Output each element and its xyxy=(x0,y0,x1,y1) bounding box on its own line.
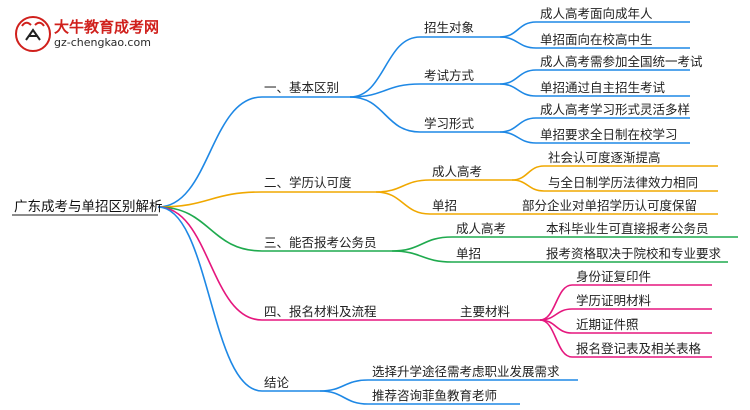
leaf: 学历证明材料 xyxy=(576,293,652,308)
leaf: 社会认可度逐渐提高 xyxy=(548,150,661,165)
leaf: 身份证复印件 xyxy=(576,269,652,284)
leaf: 本科毕业生可直接报考公务员 xyxy=(546,221,709,236)
leaf-connector xyxy=(499,131,537,144)
site-logo: 大牛教育成考网 gz-chengkao.com xyxy=(14,14,214,56)
logo-title: 大牛教育成考网 xyxy=(54,18,160,36)
node-single-enroll: 单招 xyxy=(456,246,482,261)
leaf: 推荐咨询菲鱼教育老师 xyxy=(372,388,498,403)
branch-conclusion: 结论 xyxy=(264,375,290,390)
leaf-connector xyxy=(499,117,537,133)
leaf-connector xyxy=(499,36,537,49)
leaf-connector xyxy=(319,379,369,392)
node-adult-exam: 成人高考 xyxy=(456,221,507,236)
leaf-connector xyxy=(539,319,573,358)
leaf: 报考资格取决于院校和专业要求 xyxy=(546,246,722,261)
leaf-connector xyxy=(511,165,545,181)
child-connector xyxy=(375,191,431,215)
child-connector xyxy=(375,179,431,193)
leaf: 成人高考面向成年人 xyxy=(540,6,653,21)
leaf-connector xyxy=(499,83,537,97)
leaf-connector xyxy=(319,390,369,405)
leaf: 选择升学途径需考虑职业发展需求 xyxy=(372,364,560,379)
branch-connector xyxy=(157,206,263,321)
branch-materials: 四、报名材料及流程 xyxy=(264,304,377,319)
node-adult-exam: 成人高考 xyxy=(432,164,483,179)
branch-connector xyxy=(157,96,263,208)
branch-connector xyxy=(157,206,263,252)
leaf: 单招要求全日制在校学习 xyxy=(540,127,678,142)
leaf: 报名登记表及相关表格 xyxy=(576,341,702,356)
leaf: 近期证件照 xyxy=(576,317,639,332)
branch-recognition: 二、学历认可度 xyxy=(264,175,352,190)
branch-civil-servant: 三、能否报考公务员 xyxy=(264,235,377,250)
leaf: 部分企业对单招学历认可度保留 xyxy=(522,198,698,213)
child-connector xyxy=(349,36,421,98)
root-node: 广东成考与单招区别解析 xyxy=(14,199,163,215)
node-exam-method: 考试方式 xyxy=(424,68,475,83)
leaf: 单招面向在校高中生 xyxy=(540,32,653,47)
leaf: 与全日制学历法律效力相同 xyxy=(548,175,699,190)
branch-connector xyxy=(157,206,263,392)
leaf: 成人高考学习形式灵活多样 xyxy=(540,102,691,117)
bull-logo-icon xyxy=(15,16,51,52)
node-study-form: 学习形式 xyxy=(424,116,475,131)
leaf-connector xyxy=(499,21,537,38)
node-enroll-target: 招生对象 xyxy=(424,20,475,35)
leaf-connector xyxy=(499,69,537,85)
child-connector xyxy=(349,96,421,133)
child-connector xyxy=(349,83,421,98)
branch-connector xyxy=(157,191,263,208)
node-single-enroll: 单招 xyxy=(432,198,458,213)
branch-basic-diff: 一、基本区别 xyxy=(264,80,340,95)
leaf: 单招通过自主招生考试 xyxy=(540,80,666,95)
leaf-connector xyxy=(511,179,545,192)
logo-url: gz-chengkao.com xyxy=(54,36,151,49)
leaf: 成人高考需参加全国统一考试 xyxy=(540,54,703,69)
node-main-materials: 主要材料 xyxy=(460,304,511,319)
child-connector xyxy=(391,236,453,252)
child-connector xyxy=(391,250,453,263)
